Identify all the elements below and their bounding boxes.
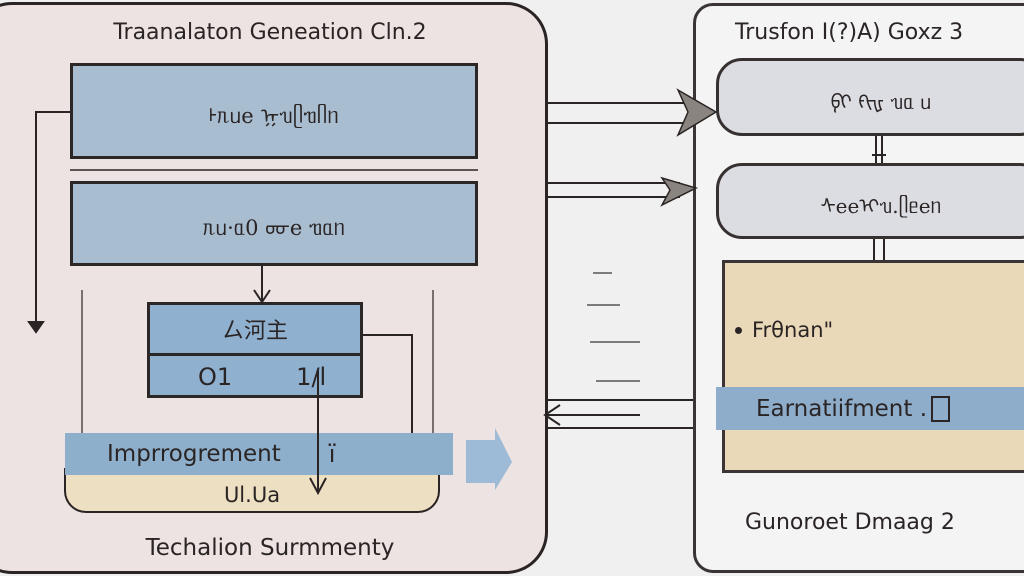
dash-lines: [587, 272, 640, 382]
arrow-to-box-a: [545, 102, 690, 124]
box-connector-a-b: [872, 135, 886, 163]
left-panel-footer: Techalion Surmmenty: [145, 535, 395, 561]
beige-panel: Frθnan": [722, 260, 1024, 473]
arrowhead-b: [660, 176, 699, 207]
arrow-to-box-b: [545, 182, 680, 198]
checkbox-icon: [931, 395, 951, 422]
bullet-icon: [735, 326, 742, 334]
box-3-top: ㄙ河主: [150, 305, 360, 356]
left-panel-title: Traanalaton Geneation Cln.2: [113, 20, 427, 45]
box-a: ᠹᡳ ᡍᡳᡁ ᥔᥲ ᥙ: [716, 58, 1024, 136]
return-arrow: [543, 399, 693, 429]
box-3-value-right: 1/l: [296, 363, 327, 391]
box-b: ᠰeeᡳᥔ.ᥫᥱeᥒ: [716, 163, 1024, 239]
box-3-bottom: O1 1/l: [150, 356, 360, 398]
right-panel-title: Trusfon I(?)A) Goxz 3: [735, 20, 964, 45]
right-panel-footer: Gunoroet Dmaag 2: [745, 510, 955, 535]
blue-arrow: [466, 428, 512, 490]
box-1: ᡰᥰᥙe ᡍᥔᥫᥓᥥᥒ: [70, 63, 478, 159]
box3-right-connector: [362, 334, 413, 435]
bullet-item: Frθnan": [735, 318, 833, 342]
improvement-label: Imprrogrement: [107, 441, 281, 467]
feedback-arrowhead: [27, 321, 45, 334]
feedback-connector: [35, 111, 70, 328]
bullet-text: Frθnan": [752, 318, 834, 342]
box-2: ᥰᥙ·ᥲ0 ᡂe ᥓᥲᥒ: [70, 181, 478, 266]
earnatiifment-band: Earnatiifment .: [716, 387, 1024, 430]
box-3: ㄙ河主 O1 1/l: [147, 302, 363, 398]
box-3-value-left: O1: [198, 363, 233, 391]
improvement-band: Imprrogrement ï: [65, 433, 453, 475]
beige-box: Ul.Ua: [64, 468, 440, 513]
improvement-symbol: ï: [328, 440, 336, 468]
box-connector-b-beige: [873, 238, 885, 260]
band-label: Earnatiifment .: [756, 395, 928, 422]
arrowhead-a: [676, 88, 718, 137]
